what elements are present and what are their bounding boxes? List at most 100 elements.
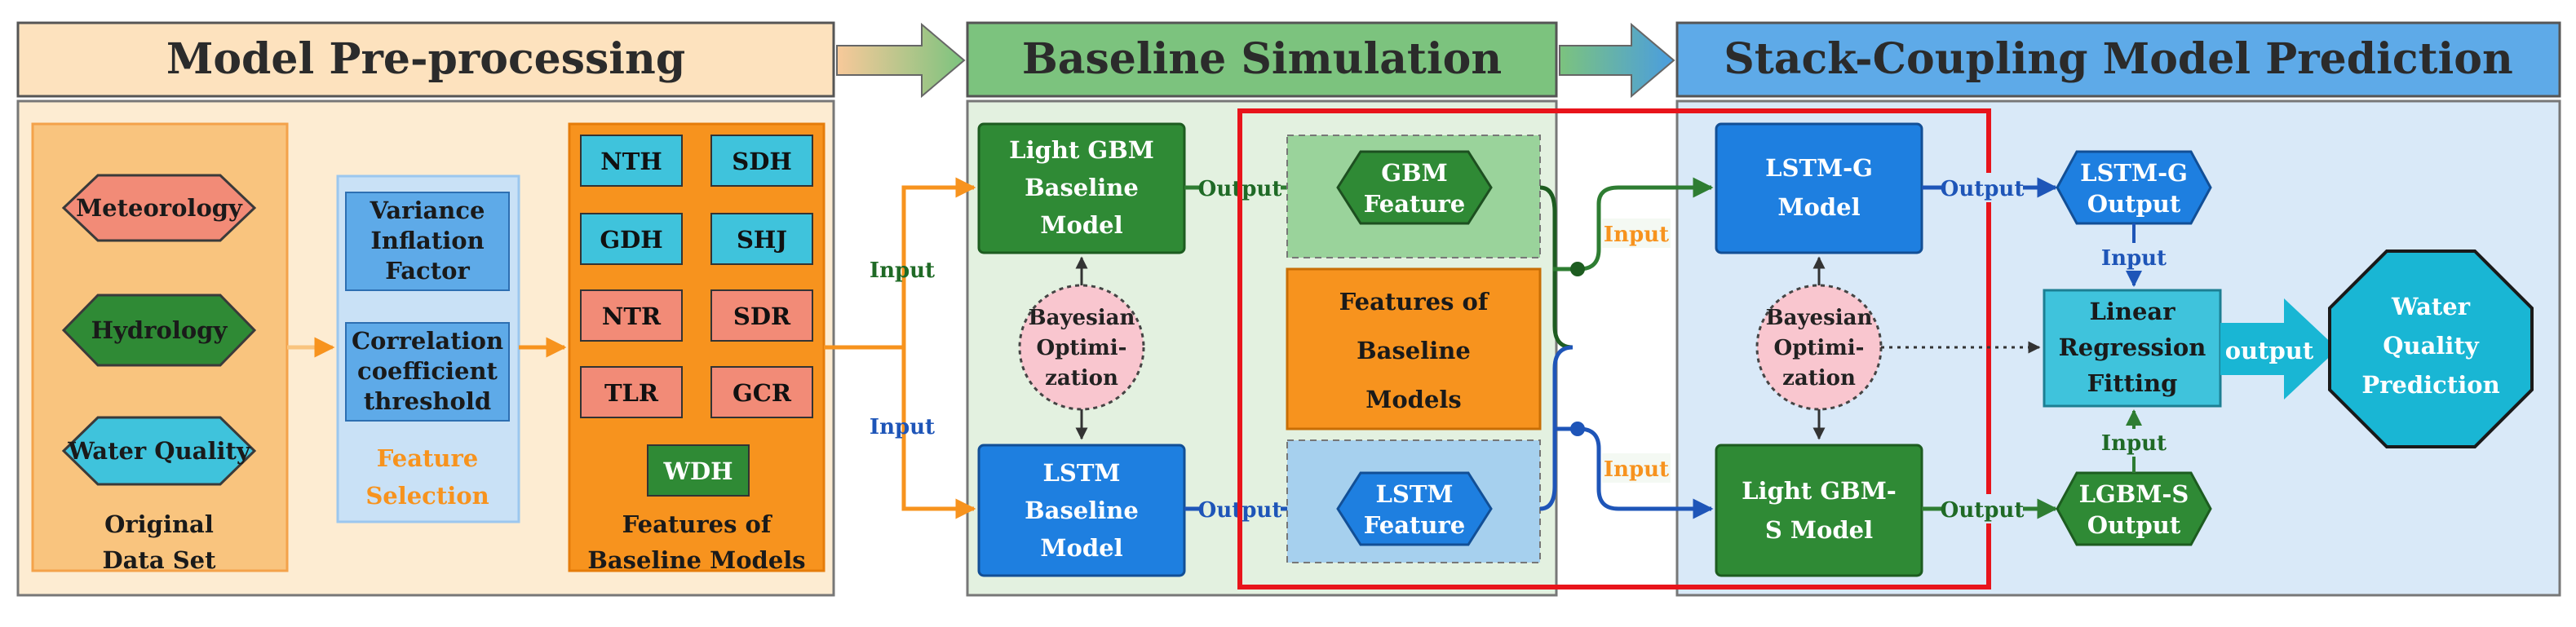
feature-selection-label-2: Selection xyxy=(365,482,489,510)
feature-code-label: GDH xyxy=(600,226,662,254)
transition-arrow-2 xyxy=(1559,22,1675,99)
baseline-features-label-2: Baseline Models xyxy=(587,546,805,574)
arrow-lstm-to-lgbm-s xyxy=(1553,426,1714,519)
input-label-top: Input xyxy=(870,258,935,283)
bayes-baseline-line-1: Bayesian xyxy=(1029,306,1135,330)
bayes-stack-line-2: Optimi- xyxy=(1774,336,1865,360)
water-quality-prediction-octagon xyxy=(2328,249,2534,448)
feature-code-box xyxy=(710,135,813,187)
preprocessing-title: Model Pre-processing xyxy=(166,34,685,84)
highlight-box xyxy=(1237,108,1991,589)
input-label-bottom: Input xyxy=(870,415,935,439)
gbm-feature-line-1: GBM xyxy=(1381,159,1447,187)
lstm-feature-hexagon xyxy=(1336,471,1493,546)
prediction-line-2: Quality xyxy=(2383,332,2480,360)
feature-code-box xyxy=(647,444,750,497)
arrow-input-to-lgbm xyxy=(824,177,976,350)
variance-inflation-box xyxy=(345,192,510,291)
lstm-g-model xyxy=(1715,122,1923,254)
stack-output-bg-1 xyxy=(1941,173,2023,202)
lgbm-baseline-line-3: Model xyxy=(1040,211,1122,239)
final-output-arrow xyxy=(2220,298,2338,400)
bayes-baseline-line-3: zation xyxy=(1045,366,1118,391)
gbm-feature-line-2: Feature xyxy=(1364,190,1465,218)
lstm-baseline-line-2: Baseline xyxy=(1025,497,1139,524)
hydrology-label: Hydrology xyxy=(91,316,228,344)
feature-code-box xyxy=(710,366,813,418)
meteorology-label: Meteorology xyxy=(76,194,243,222)
lstm-g-line-1: LSTM-G xyxy=(1765,154,1873,182)
water-quality-label: Water Quality xyxy=(67,437,251,465)
vif-line-2: Inflation xyxy=(370,227,484,254)
feature-code-label: SDH xyxy=(732,148,792,175)
lgbm-s-output-label: Output xyxy=(1941,498,2025,523)
baseline-title: Baseline Simulation xyxy=(1022,34,1502,84)
preprocessing-header xyxy=(16,21,835,98)
lgbm-s-output-line-1: LGBM-S xyxy=(2079,480,2189,508)
water-quality-hexagon xyxy=(61,416,257,486)
feature-selection-label-1: Feature xyxy=(377,444,478,472)
stack-input-label-bottom: Input xyxy=(1604,457,1669,482)
baseline-features-label-1: Features of xyxy=(622,510,773,538)
original-data-label-2: Data Set xyxy=(102,546,216,574)
lgbm-s-line-1: Light GBM- xyxy=(1742,477,1897,505)
linear-regression-fitting xyxy=(2043,289,2222,408)
baseline-features-column xyxy=(568,122,825,572)
feature-code-label: SHJ xyxy=(737,226,787,254)
bayesian-optimization-baseline xyxy=(1018,284,1145,411)
feature-code-label: GCR xyxy=(733,379,792,407)
correlation-threshold-box xyxy=(345,322,510,422)
lstm-g-output-line-2: Output xyxy=(2087,190,2181,218)
feature-code-label: WDH xyxy=(662,457,733,485)
original-data-label-1: Original xyxy=(104,510,214,538)
junction-blue xyxy=(1570,422,1585,436)
stack-input-bg-2 xyxy=(1602,453,1671,483)
lgbm-s-output-hexagon xyxy=(2056,471,2212,546)
arrow-input-to-lstm xyxy=(901,347,976,519)
arrow-gbm-to-lstm-g xyxy=(1553,177,1714,272)
corr-line-1: Correlation xyxy=(352,327,503,355)
features-of-baseline-models-box xyxy=(1286,267,1542,431)
bayes-stack-line-3: zation xyxy=(1782,366,1856,391)
vif-line-1: Variance xyxy=(370,196,485,224)
lgbm-s-output-line-2: Output xyxy=(2087,511,2181,539)
linear-line-3: Fitting xyxy=(2087,369,2178,397)
lgbm-baseline-line-2: Baseline xyxy=(1025,174,1139,201)
features-box-line-3: Models xyxy=(1365,386,1462,413)
features-box-line-2: Baseline xyxy=(1357,337,1471,364)
gbm-feature-hexagon xyxy=(1336,150,1493,225)
stack-input-bg-1 xyxy=(1602,219,1671,248)
feature-code-box xyxy=(580,135,683,187)
vif-line-3: Factor xyxy=(385,257,470,285)
baseline-header xyxy=(966,21,1558,98)
linear-input-bg-2 xyxy=(2105,429,2163,457)
final-output-label: output xyxy=(2225,337,2314,364)
stack-header xyxy=(1675,21,2561,98)
features-box-line-1: Features of xyxy=(1339,288,1490,316)
lstm-baseline-line-1: LSTM xyxy=(1042,459,1120,487)
feature-code-box xyxy=(580,213,683,265)
lstm-feature-line-1: LSTM xyxy=(1375,480,1453,508)
lstm-feature-line-2: Feature xyxy=(1364,511,1465,539)
lstm-g-output-label: Output xyxy=(1941,177,2025,201)
feature-code-box xyxy=(710,289,813,342)
lgbm-s-line-2: S Model xyxy=(1765,516,1873,544)
stack-output-bg-2 xyxy=(1941,494,2023,523)
lgbm-baseline-line-1: Light GBM xyxy=(1009,136,1154,164)
meteorology-hexagon xyxy=(61,174,257,242)
prediction-line-1: Water xyxy=(2391,293,2471,320)
stack-input-label-top: Input xyxy=(1604,223,1669,247)
linear-line-2: Regression xyxy=(2059,333,2206,361)
lgbm-s-model xyxy=(1715,444,1923,577)
hydrology-hexagon xyxy=(61,294,257,367)
prediction-line-3: Prediction xyxy=(2361,371,2499,399)
bayes-baseline-line-2: Optimi- xyxy=(1037,336,1127,360)
linear-input-label-top: Input xyxy=(2101,246,2167,271)
stack-title: Stack-Coupling Model Prediction xyxy=(1724,34,2513,84)
linear-input-label-bottom: Input xyxy=(2101,431,2167,456)
feature-code-label: NTH xyxy=(600,148,662,175)
feature-code-label: SDR xyxy=(733,302,791,330)
